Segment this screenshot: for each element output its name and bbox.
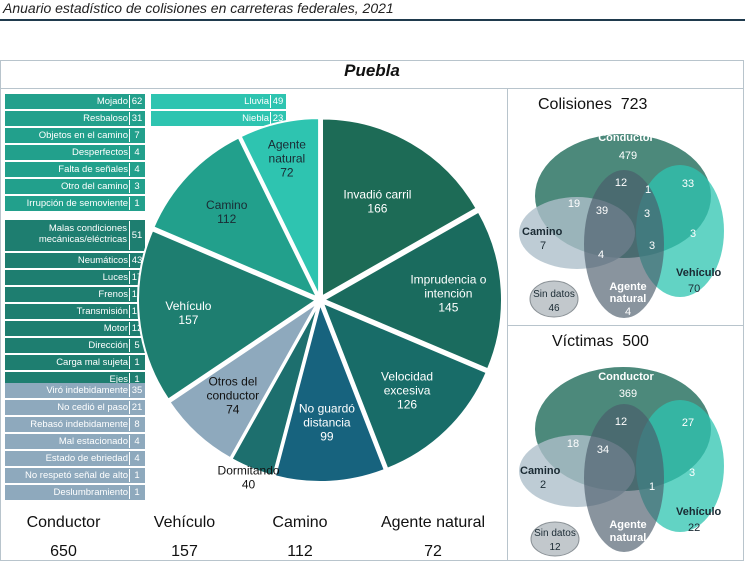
cause-bar-value: 7 — [129, 129, 144, 142]
cause-bar-value: 1 — [129, 197, 144, 210]
total-value-vehiculo: 157 — [171, 543, 198, 560]
cause-bar-value: 5 — [129, 339, 144, 352]
total-value-conductor: 650 — [50, 543, 77, 560]
region-title: Puebla — [344, 61, 400, 80]
victimas-total: 500 — [622, 333, 649, 350]
venn-panel-divider — [507, 88, 508, 561]
cause-bar-value: 23 — [270, 112, 285, 125]
cause-bar-label: Niebla — [242, 113, 269, 124]
cause-bar-value: 4 — [129, 163, 144, 176]
cause-bar-label: Dirección — [88, 340, 128, 351]
cause-bar-label: No cedió el paso — [57, 402, 128, 413]
cause-bar-label: Motor — [103, 323, 128, 334]
cause-bar-label: Desperfectos — [72, 147, 128, 158]
cause-bar-label: Mal estacionado — [58, 436, 128, 447]
cause-bar-label: Carga mal sujeta — [56, 357, 128, 368]
cause-bar-value: 31 — [129, 112, 144, 125]
cause-bar-value: 17 — [129, 271, 144, 284]
header-divider — [0, 19, 745, 21]
cause-bar-label: Ejes — [109, 374, 128, 385]
cause-bar-value: 4 — [129, 146, 144, 159]
cause-bar-value: 12 — [129, 322, 144, 335]
cause-bar-label: Viró indebidamente — [46, 385, 128, 396]
cause-bar-value: 4 — [129, 435, 144, 448]
region-divider — [0, 88, 744, 89]
total-value-agente: 72 — [424, 543, 442, 560]
cause-bar-value: 43 — [129, 254, 144, 267]
cause-bar-value: 1 — [129, 486, 144, 499]
cause-bar-label: Frenos — [98, 289, 128, 300]
cause-bar-label: Rebasó indebidamente — [30, 419, 128, 430]
cause-bar-label: Otro del camino — [60, 181, 128, 192]
report-title: Anuario estadístico de colisiones en car… — [3, 0, 394, 16]
total-label-camino: Camino — [272, 514, 328, 531]
cause-bar-label: Estado de ebriedad — [45, 453, 128, 464]
cause-bar-label: Falta de señales — [58, 164, 128, 175]
colisiones-total: 723 — [620, 96, 648, 113]
total-value-camino: 112 — [287, 543, 313, 560]
cause-bar-value: 13 — [129, 305, 144, 318]
cause-bar-value: 1 — [129, 356, 144, 369]
cause-bar-value: 35 — [129, 384, 144, 397]
victimas-title-label: Víctimas — [552, 333, 614, 350]
cause-bar-value: 1 — [129, 373, 144, 386]
cause-bar-value: 1 — [129, 469, 144, 482]
cause-bar-value: 3 — [129, 180, 144, 193]
cause-bar-label: Irrupción de semoviente — [26, 198, 128, 209]
cause-bar-label: Lluvia — [244, 96, 269, 107]
cause-bar-label: Resbaloso — [83, 113, 128, 124]
total-label-vehiculo: Vehículo — [153, 514, 216, 531]
victimas-title: Víctimas 500 — [552, 333, 649, 351]
cause-bar-value: 51 — [129, 221, 144, 250]
total-label-conductor: Conductor — [26, 514, 101, 531]
cause-bar-value: 21 — [129, 401, 144, 414]
cause-bar-label: No respetó señal de alto — [25, 470, 128, 481]
colisiones-title: Colisiones 723 — [538, 96, 647, 114]
cause-bar-label: Deslumbramiento — [53, 487, 128, 498]
cause-bar-label: Mojado — [96, 96, 128, 107]
cause-bar-label: Objetos en el camino — [38, 130, 128, 141]
venn-section-divider — [507, 325, 744, 326]
cause-bar-value: 8 — [129, 418, 144, 431]
cause-bar-label: Luces — [102, 272, 128, 283]
cause-bar-value: 62 — [129, 95, 144, 108]
cause-bar-label: Transmisión — [76, 306, 128, 317]
cause-bar-label: Neumáticos — [77, 255, 128, 266]
cause-bar-label: Malas condiciones mecánicas/eléctricas — [38, 223, 127, 245]
cause-bar-value: 14 — [129, 288, 144, 301]
colisiones-title-label: Colisiones — [538, 96, 612, 113]
total-label-agente: Agente natural — [380, 514, 486, 531]
cause-bar-value: 49 — [270, 95, 285, 108]
cause-bar-value: 4 — [129, 452, 144, 465]
